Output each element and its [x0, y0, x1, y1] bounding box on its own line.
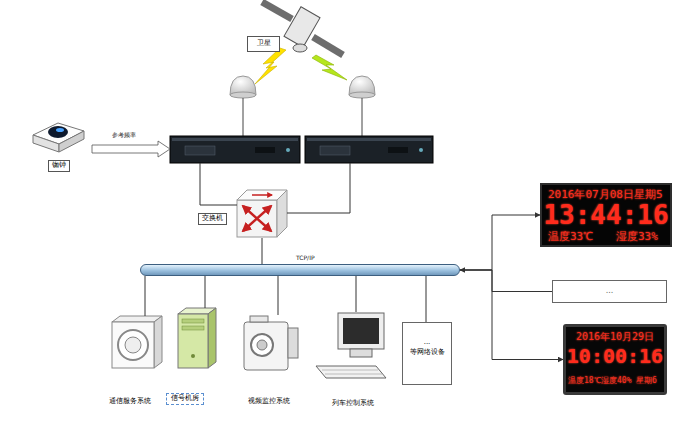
clock-display: 2016年07月08日星期513:44:16温度33℃ 湿度33%	[540, 183, 672, 247]
time-text: 10:00:16	[566, 345, 664, 367]
connector-line	[145, 276, 146, 316]
caption-text: 交换机	[198, 213, 227, 225]
communication-icon	[112, 316, 162, 368]
ellipsis-text: ...	[403, 339, 451, 347]
connector-line	[460, 270, 563, 360]
humidity-text: 湿度40%	[601, 377, 631, 386]
gps-antenna	[349, 76, 375, 136]
temperature-text: 温度33℃	[548, 231, 593, 243]
caption-text: 通信服务系统	[95, 398, 165, 406]
connector-line	[278, 276, 279, 315]
clock-display: 2016年10月29日 10:00:16 温度18℃湿度40% 星期6	[563, 324, 667, 395]
rubidium-clock-icon	[33, 123, 84, 152]
caption-text: 视频监控系统	[232, 398, 306, 406]
connector-line	[356, 276, 357, 312]
network-wire	[200, 163, 237, 205]
computer-icon	[316, 313, 386, 378]
caption-text: 卫星	[257, 40, 271, 48]
temperature-text: 温度18℃	[568, 377, 601, 386]
weekday-text: 星期6	[636, 377, 657, 386]
connector-line	[460, 270, 552, 292]
caption-text: 信号机房	[166, 393, 204, 405]
connector-line	[426, 276, 427, 322]
subsystem: 通信服务系统	[95, 316, 165, 410]
bus-label: TCP/IP	[296, 255, 315, 262]
signal-bolt	[255, 48, 286, 84]
network-wire	[287, 163, 350, 213]
reference-arrow	[92, 141, 170, 157]
time-server	[170, 136, 300, 163]
server-tower-icon	[178, 308, 216, 368]
switch-icon	[237, 190, 287, 237]
satellite-caption: 卫星	[247, 36, 280, 52]
connector-line	[205, 276, 206, 308]
network-switch: 交换机	[196, 188, 290, 238]
connector-line	[460, 215, 540, 270]
subsystem: 信号机房	[160, 308, 220, 408]
connector-line	[262, 238, 263, 264]
caption-text: 等网络设备	[403, 349, 451, 357]
time-text: 13:44:16	[542, 201, 670, 230]
caption-text: 列车控制系统	[310, 400, 396, 408]
camera-icon	[244, 316, 298, 370]
network-bus: TCP/IP	[140, 264, 460, 276]
more-devices-box: ...	[552, 280, 667, 303]
caption-text: 铷钟	[48, 160, 70, 172]
ellipsis-text: ...	[553, 287, 666, 296]
subsystem: 视频监控系统	[232, 315, 306, 408]
network-device-box: ... 等网络设备	[402, 322, 452, 385]
date-text: 2016年07月08日星期5	[548, 189, 663, 201]
time-server	[305, 136, 433, 163]
rubidium-clock: 铷钟	[30, 118, 88, 174]
signal-label: 参考频率	[112, 131, 136, 140]
humidity-text: 湿度33%	[616, 231, 658, 243]
date-text: 2016年10月29日	[566, 331, 664, 342]
subsystem: 列车控制系统	[310, 312, 396, 410]
signal-bolt	[312, 55, 347, 80]
gps-antenna	[230, 76, 256, 136]
